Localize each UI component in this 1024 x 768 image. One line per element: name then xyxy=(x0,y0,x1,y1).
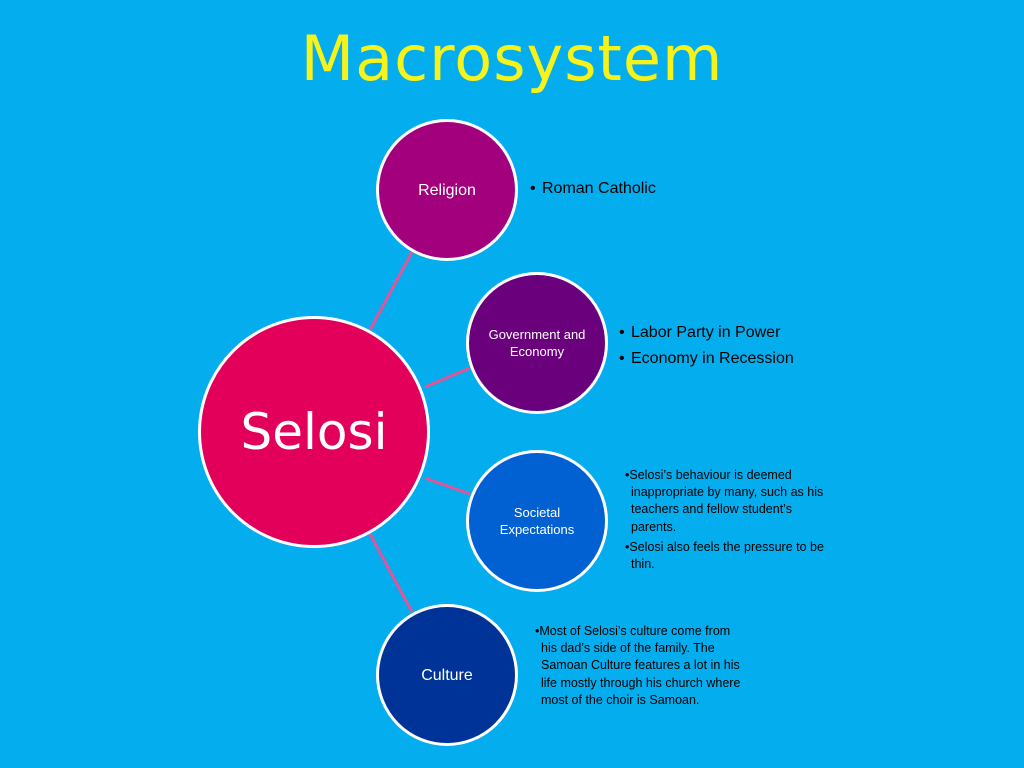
node-societal-label: Societal Expectations xyxy=(499,505,575,537)
node-culture: Culture xyxy=(376,604,518,746)
culture-bullet-list: •Most of Selosi’s culture come from his … xyxy=(529,623,747,709)
slide-title: Macrosystem xyxy=(300,22,724,95)
node-government-label: Government and Economy xyxy=(488,327,586,359)
societal-bullet: •Selosi’s behaviour is deemed inappropri… xyxy=(625,468,824,534)
connector-religion xyxy=(368,251,414,331)
government-bullet: Labor Party in Power xyxy=(619,320,879,346)
societal-bullet-list: •Selosi’s behaviour is deemed inappropri… xyxy=(619,467,837,573)
center-circle-selosi: Selosi xyxy=(198,316,430,548)
node-societal-expectations: Societal Expectations xyxy=(466,450,608,592)
connector-societal xyxy=(424,476,471,496)
node-religion: Religion xyxy=(376,119,518,261)
religion-bullet-list: Roman Catholic xyxy=(530,179,750,199)
religion-bullet: Roman Catholic xyxy=(530,179,750,199)
connector-culture xyxy=(368,533,414,613)
node-culture-label: Culture xyxy=(421,666,473,684)
node-government-economy: Government and Economy xyxy=(466,272,608,414)
government-bullet: Economy in Recession xyxy=(619,346,879,372)
culture-bullet: •Most of Selosi’s culture come from his … xyxy=(535,624,741,707)
societal-bullet: •Selosi also feels the pressure to be th… xyxy=(625,539,824,572)
connector-government xyxy=(424,366,471,389)
government-bullet-list: Labor Party in Power Economy in Recessio… xyxy=(619,320,879,372)
center-label: Selosi xyxy=(240,403,388,461)
node-religion-label: Religion xyxy=(418,181,476,199)
